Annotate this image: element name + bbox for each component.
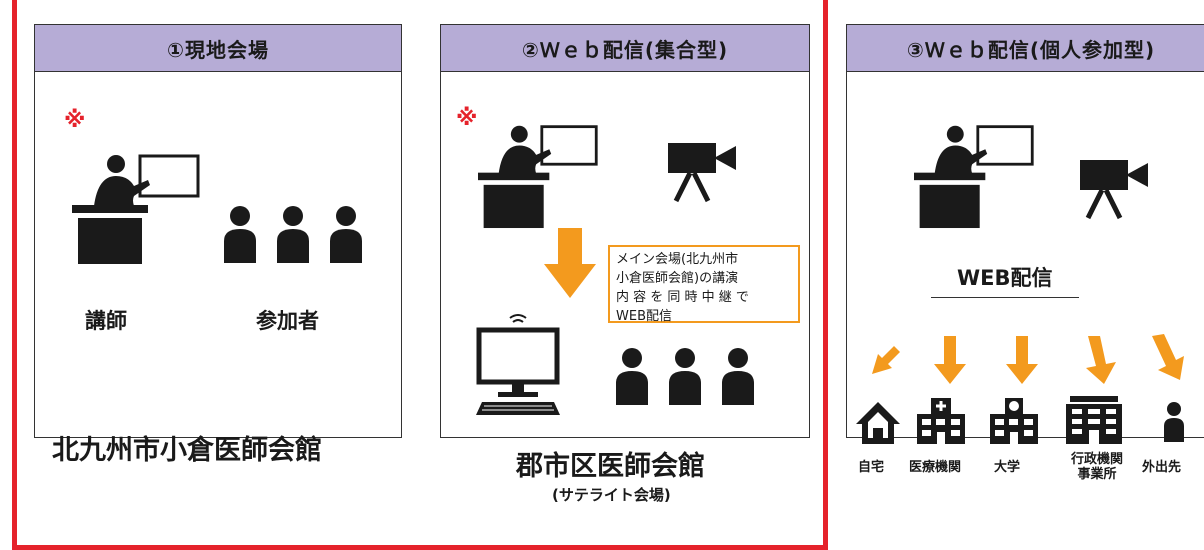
callout-line: WEB配信 (616, 309, 672, 324)
arrow-icon (872, 340, 900, 374)
panel-title: ③Ｗｅｂ配信(個人参加型) (847, 25, 1204, 72)
venue-name: 郡市区医師会館 (516, 451, 705, 482)
person-icon (669, 348, 701, 405)
presenter-icon (914, 125, 1034, 229)
down-arrow-icon (544, 228, 596, 298)
person-icon (277, 206, 309, 263)
destination-government: 行政機関 事業所 (1070, 452, 1123, 482)
presenter-icon (478, 125, 598, 229)
presenter-icon (72, 154, 200, 264)
person-icon (616, 348, 648, 405)
note-mark: ※ (456, 106, 478, 131)
destination-outside: 外出先 (1142, 460, 1182, 475)
person-icon (224, 206, 256, 263)
destination-medical: 医療機関 (909, 460, 962, 475)
arrow-icon (1152, 334, 1184, 380)
person-icon (330, 206, 362, 263)
distribution-arrows (872, 334, 1184, 384)
video-camera-icon (1080, 160, 1148, 220)
video-camera-icon (668, 143, 736, 203)
relay-callout: メイン会場(北九州市 小倉医師会館)の講演 内 容 を 同 時 中 継 で WE… (608, 245, 800, 324)
panel-onsite: ①現地会場 (34, 24, 402, 438)
office-building-icon (1066, 396, 1122, 444)
note-mark: ※ (64, 108, 86, 133)
callout-line: メイン会場(北九州市 (616, 252, 739, 267)
destination-home: 自宅 (858, 460, 885, 475)
panel-title: ②Ｗｅｂ配信(集合型) (441, 25, 809, 72)
participants-icon (616, 348, 754, 405)
web-delivery-label: WEB配信 (931, 262, 1079, 298)
label-lecturer: 講師 (85, 309, 127, 333)
callout-line: 内 容 を 同 時 中 継 で (616, 290, 749, 305)
house-icon (856, 402, 900, 444)
participants-icon (224, 206, 362, 263)
computer-icon (476, 314, 560, 415)
arrow-icon (934, 336, 966, 384)
person-icon (722, 348, 754, 405)
venue-name: 北九州市小倉医師会館 (52, 435, 322, 466)
arrow-icon (1086, 336, 1116, 384)
label-participants: 参加者 (256, 309, 319, 333)
panel-title: ①現地会場 (35, 25, 401, 72)
destination-university: 大学 (994, 460, 1021, 475)
callout-line: 小倉医師会館)の講演 (616, 271, 739, 286)
school-icon (990, 398, 1038, 444)
person-icon (1164, 402, 1184, 442)
venue-subtitle: (サテライト会場) (552, 486, 671, 504)
hospital-icon (917, 398, 965, 444)
arrow-icon (1006, 336, 1038, 384)
